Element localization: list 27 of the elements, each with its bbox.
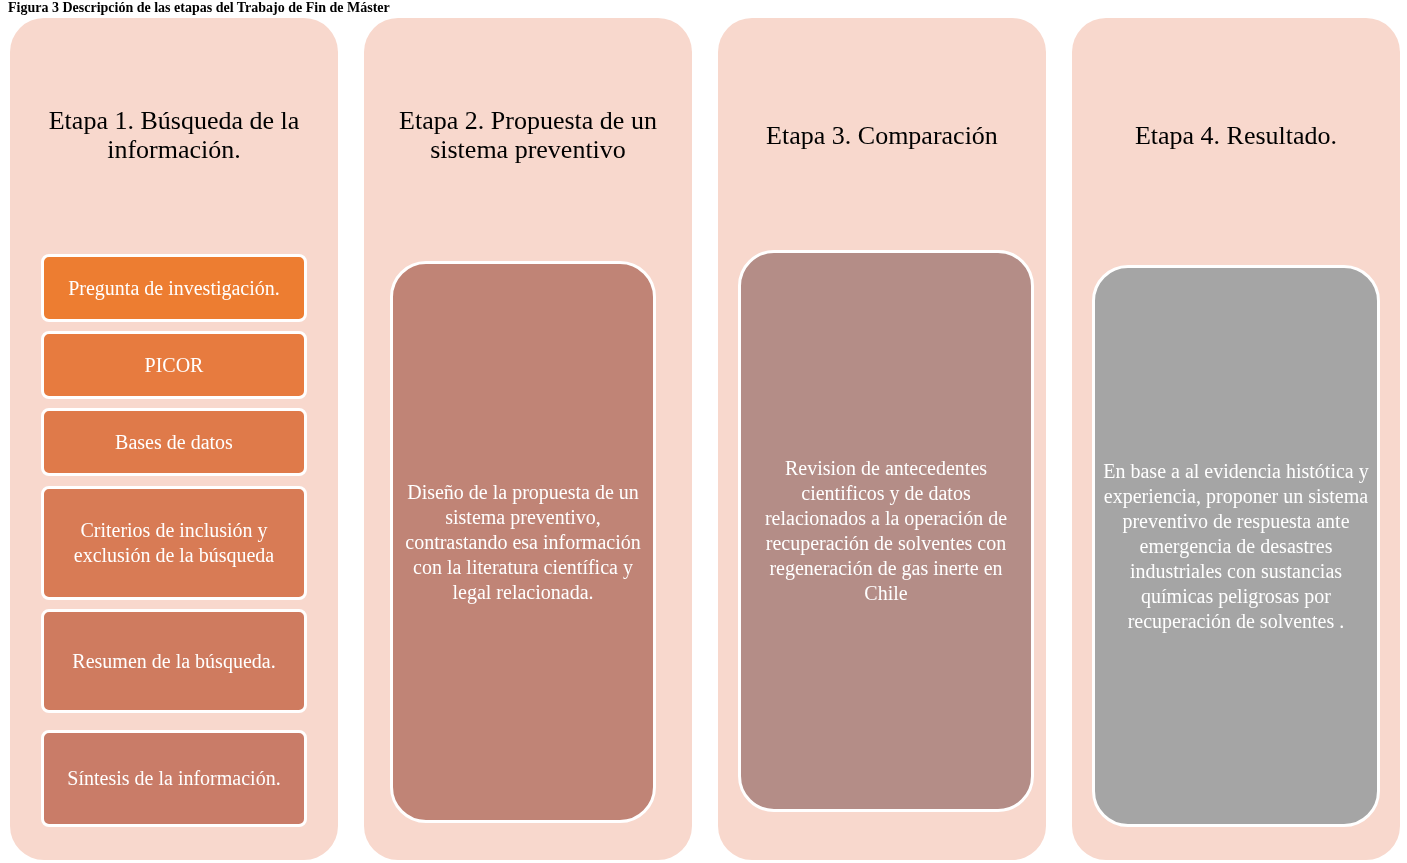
step-text: Diseño de la propuesta de un sistema preventivo, contrastando esa información con la literatura científica y legal relacionada. <box>404 479 642 605</box>
step-box <box>41 730 307 827</box>
step-box <box>738 250 1034 812</box>
step-box <box>390 261 656 823</box>
stage-heading: Etapa 1. Búsqueda de la información. <box>47 106 301 164</box>
stage-heading: Etapa 2. Propuesta de un sistema preventivo <box>398 106 658 164</box>
step-text: Bases de datos <box>115 429 233 455</box>
step-box <box>41 254 307 322</box>
stage-heading: Etapa 3. Comparación <box>765 121 999 150</box>
stage-column <box>364 18 692 860</box>
step-text: Resumen de la búsqueda. <box>72 648 276 674</box>
stage-column <box>718 18 1046 860</box>
step-text: En base a al evidencia histótica y experiencia, proponer un sistema preventivo de respuesta ante emergencia de desastres industriales con sustancias químicas peligrosas por recuperación de solventes . <box>1103 458 1369 634</box>
stage-column <box>10 18 338 860</box>
figure-title: Figura 3 Descripción de las etapas del Trabajo de Fin de Máster <box>8 0 390 16</box>
stage-heading: Etapa 4. Resultado. <box>1133 121 1339 150</box>
step-text: Revision de antecedentes cientificos y de datos relacionados a la operación de recuperación de solventes con regeneración de gas inerte en Chile <box>763 456 1009 606</box>
step-box <box>1092 265 1380 827</box>
step-text: PICOR <box>144 352 204 378</box>
step-text: Criterios de inclusión y exclusión de la búsqueda <box>72 518 276 568</box>
step-text: Síntesis de la información. <box>67 766 281 791</box>
step-box <box>41 331 307 399</box>
step-text: Pregunta de investigación. <box>68 275 280 301</box>
stage-column <box>1072 18 1400 860</box>
step-box <box>41 609 307 713</box>
step-box <box>41 486 307 600</box>
step-box <box>41 408 307 476</box>
